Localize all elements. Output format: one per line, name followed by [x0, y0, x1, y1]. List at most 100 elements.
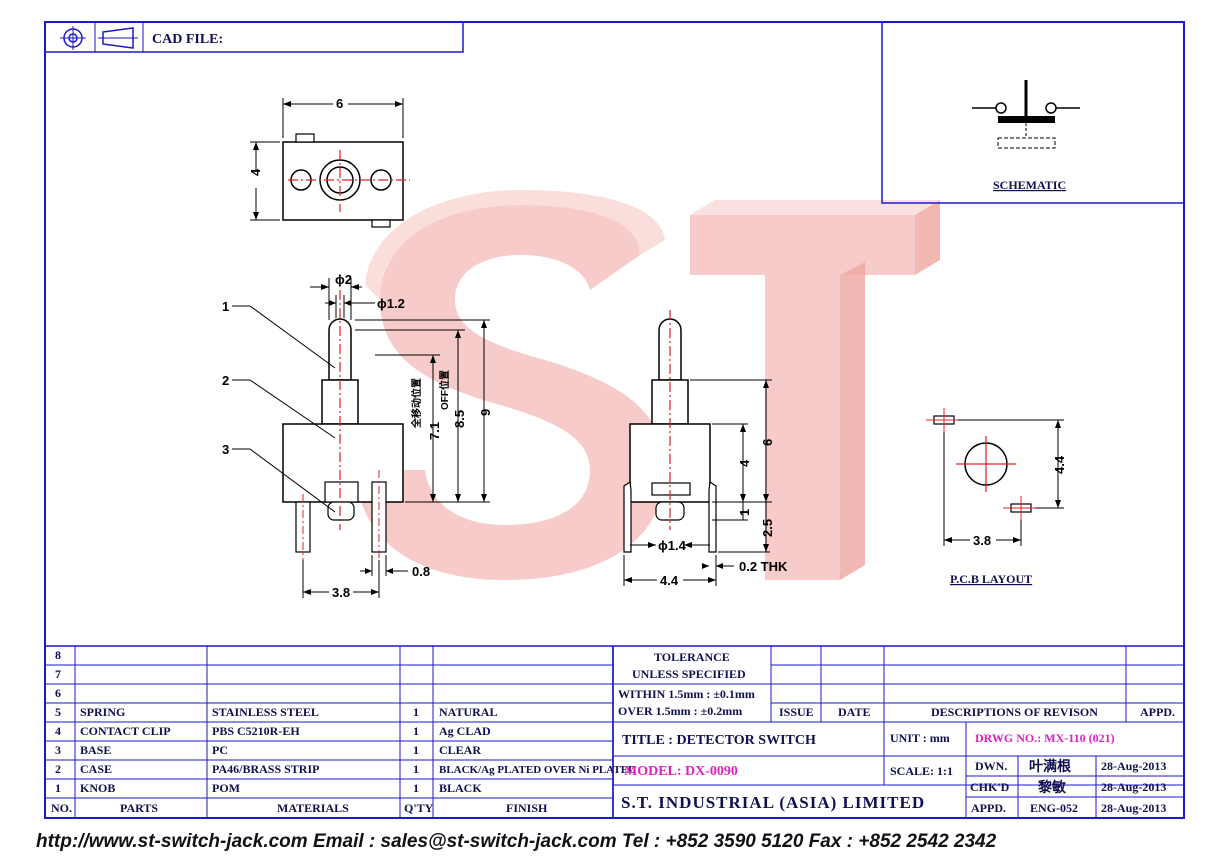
side-view: 6 4 1 2.5 ϕ1.4 4.4 0.2 THK [623, 310, 788, 588]
dim-9: 9 [478, 409, 493, 416]
dim-side-44: 4.4 [660, 573, 679, 588]
bom-material: PA46/BRASS STRIP [212, 762, 319, 776]
bom-row-6: 6 [55, 686, 61, 700]
pcb-dim-width: 3.8 [973, 533, 991, 548]
bom-no: 6 [55, 686, 61, 700]
drawing-title: TITLE : DETECTOR SWITCH [622, 733, 816, 748]
bom-qty: 1 [413, 724, 419, 738]
bom-no: 5 [55, 705, 61, 719]
bom-part: SPRING [80, 705, 125, 719]
bom-material: PC [212, 743, 228, 757]
callout-2: 2 [222, 373, 229, 388]
dim-knob-diameter: ϕ2 [335, 272, 352, 287]
bom-header-qty: Q'TY [404, 801, 434, 815]
drawing-number: DRWG NO.: MX-110 (021) [975, 731, 1115, 745]
appd-date: 28-Aug-2013 [1101, 801, 1166, 815]
rev-date-header: DATE [838, 705, 870, 719]
tolerance-line2: UNLESS SPECIFIED [632, 667, 746, 681]
bom-material: STAINLESS STEEL [212, 705, 319, 719]
appd-name: ENG-052 [1030, 801, 1078, 815]
pcb-layout: 3.8 4.4 P.C.B LAYOUT [926, 408, 1067, 586]
bom-row-8: 8 [55, 648, 61, 662]
model-number: MODEL: DX-0090 [624, 764, 738, 779]
bom-material: POM [212, 781, 240, 795]
projection-symbol-icon [60, 26, 138, 50]
header-cad-file: CAD FILE: [44, 21, 464, 53]
dwn-label: DWN. [975, 759, 1007, 773]
bom-no: 3 [55, 743, 61, 757]
bom-row-3: 3 BASE PC 1 CLEAR [55, 743, 481, 757]
dwn-name: 叶满根 [1029, 758, 1072, 775]
front-view: ϕ2 ϕ1.2 7.1 8.5 9 全移动位置 OFF位置 3. [222, 272, 493, 600]
dim-side-25: 2.5 [760, 519, 775, 537]
bom-row-1: 1 KNOB POM 1 BLACK [55, 781, 482, 795]
watermark-st [355, 190, 940, 580]
dim-side-1: 1 [737, 509, 752, 516]
bom-part: BASE [80, 743, 111, 757]
bom-part: CASE [80, 762, 112, 776]
dim-side-4: 4 [737, 459, 752, 467]
bom-material: PBS C5210R-EH [212, 724, 300, 738]
bom-no: 7 [55, 667, 61, 681]
tolerance-line1: TOLERANCE [654, 650, 730, 664]
bom-finish: BLACK [439, 781, 482, 795]
bom-finish: BLACK/Ag PLATED OVER Ni PLATED [439, 764, 636, 776]
dim-top-width: 6 [336, 96, 343, 111]
bom-no: 2 [55, 762, 61, 776]
bom-header-finish: FINISH [506, 801, 548, 815]
tolerance-over: OVER 1.5mm : ±0.2mm [618, 704, 742, 718]
bom-qty: 1 [413, 743, 419, 757]
schematic-label: SCHEMATIC [993, 178, 1066, 192]
dwn-date: 28-Aug-2013 [1101, 759, 1166, 773]
contact-footer: http://www.st-switch-jack.com Email : sa… [36, 831, 997, 852]
bom-qty: 1 [413, 762, 419, 776]
rev-appd-header: APPD. [1140, 705, 1175, 719]
bom-qty: 1 [413, 781, 419, 795]
chkd-date: 28-Aug-2013 [1101, 780, 1166, 794]
pcb-layout-label: P.C.B LAYOUT [950, 572, 1032, 586]
bom-header-parts: PARTS [120, 801, 158, 815]
dim-tip-diameter: ϕ1.2 [377, 296, 405, 311]
bom-row-2: 2 CASE PA46/BRASS STRIP 1 BLACK/Ag PLATE… [55, 762, 636, 776]
bom-row-7: 7 [55, 667, 61, 681]
bom-header-no: NO. [51, 801, 72, 815]
bom-finish: CLEAR [439, 743, 481, 757]
company-name: S.T. INDUSTRIAL (ASIA) LIMITED [621, 793, 925, 812]
scale-label: SCALE: 1:1 [890, 764, 953, 778]
rev-desc-header: DESCRIPTIONS OF REVISON [931, 705, 1098, 719]
bom-part: CONTACT CLIP [80, 724, 171, 738]
dim-71: 7.1 [427, 422, 442, 440]
unit-label: UNIT : mm [890, 731, 950, 745]
schematic-box: SCHEMATIC [881, 21, 1185, 204]
bom-no: 8 [55, 648, 61, 662]
callout-3: 3 [222, 442, 229, 457]
bom-finish: NATURAL [439, 705, 497, 719]
dim-pin-pitch: 3.8 [332, 585, 350, 600]
dim-side-thk: 0.2 THK [739, 559, 788, 574]
rev-issue-header: ISSUE [779, 705, 814, 719]
bom-table: 8 7 6 5 SPRING STAINLESS STEEL 1 NATURAL… [44, 645, 636, 819]
pcb-dim-height: 4.4 [1052, 455, 1067, 474]
cad-file-label: CAD FILE: [152, 32, 223, 47]
title-block: TOLERANCE UNLESS SPECIFIED WITHIN 1.5mm … [612, 645, 1185, 819]
top-view: 6 4 [248, 96, 410, 228]
dim-full-position: 全移动位置 [410, 378, 423, 429]
bom-header-materials: MATERIALS [277, 801, 349, 815]
tolerance-within: WITHIN 1.5mm : ±0.1mm [618, 687, 755, 701]
bom-part: KNOB [80, 781, 115, 795]
dim-85: 8.5 [452, 410, 467, 428]
dim-side-d14: ϕ1.4 [658, 538, 687, 553]
bom-no: 4 [55, 724, 61, 738]
callout-1: 1 [222, 299, 229, 314]
appd-label: APPD. [971, 801, 1006, 815]
bom-row-4: 4 CONTACT CLIP PBS C5210R-EH 1 Ag CLAD [55, 724, 491, 738]
bom-no: 1 [55, 781, 61, 795]
dim-off-position: OFF位置 [438, 370, 451, 410]
bom-finish: Ag CLAD [439, 724, 491, 738]
chkd-label: CHK'D [970, 780, 1010, 794]
chkd-name: 黎敏 [1038, 779, 1067, 796]
bom-qty: 1 [413, 705, 419, 719]
bom-row-5: 5 SPRING STAINLESS STEEL 1 NATURAL [55, 705, 497, 719]
bom-header-row: NO. PARTS MATERIALS Q'TY FINISH [51, 801, 548, 815]
